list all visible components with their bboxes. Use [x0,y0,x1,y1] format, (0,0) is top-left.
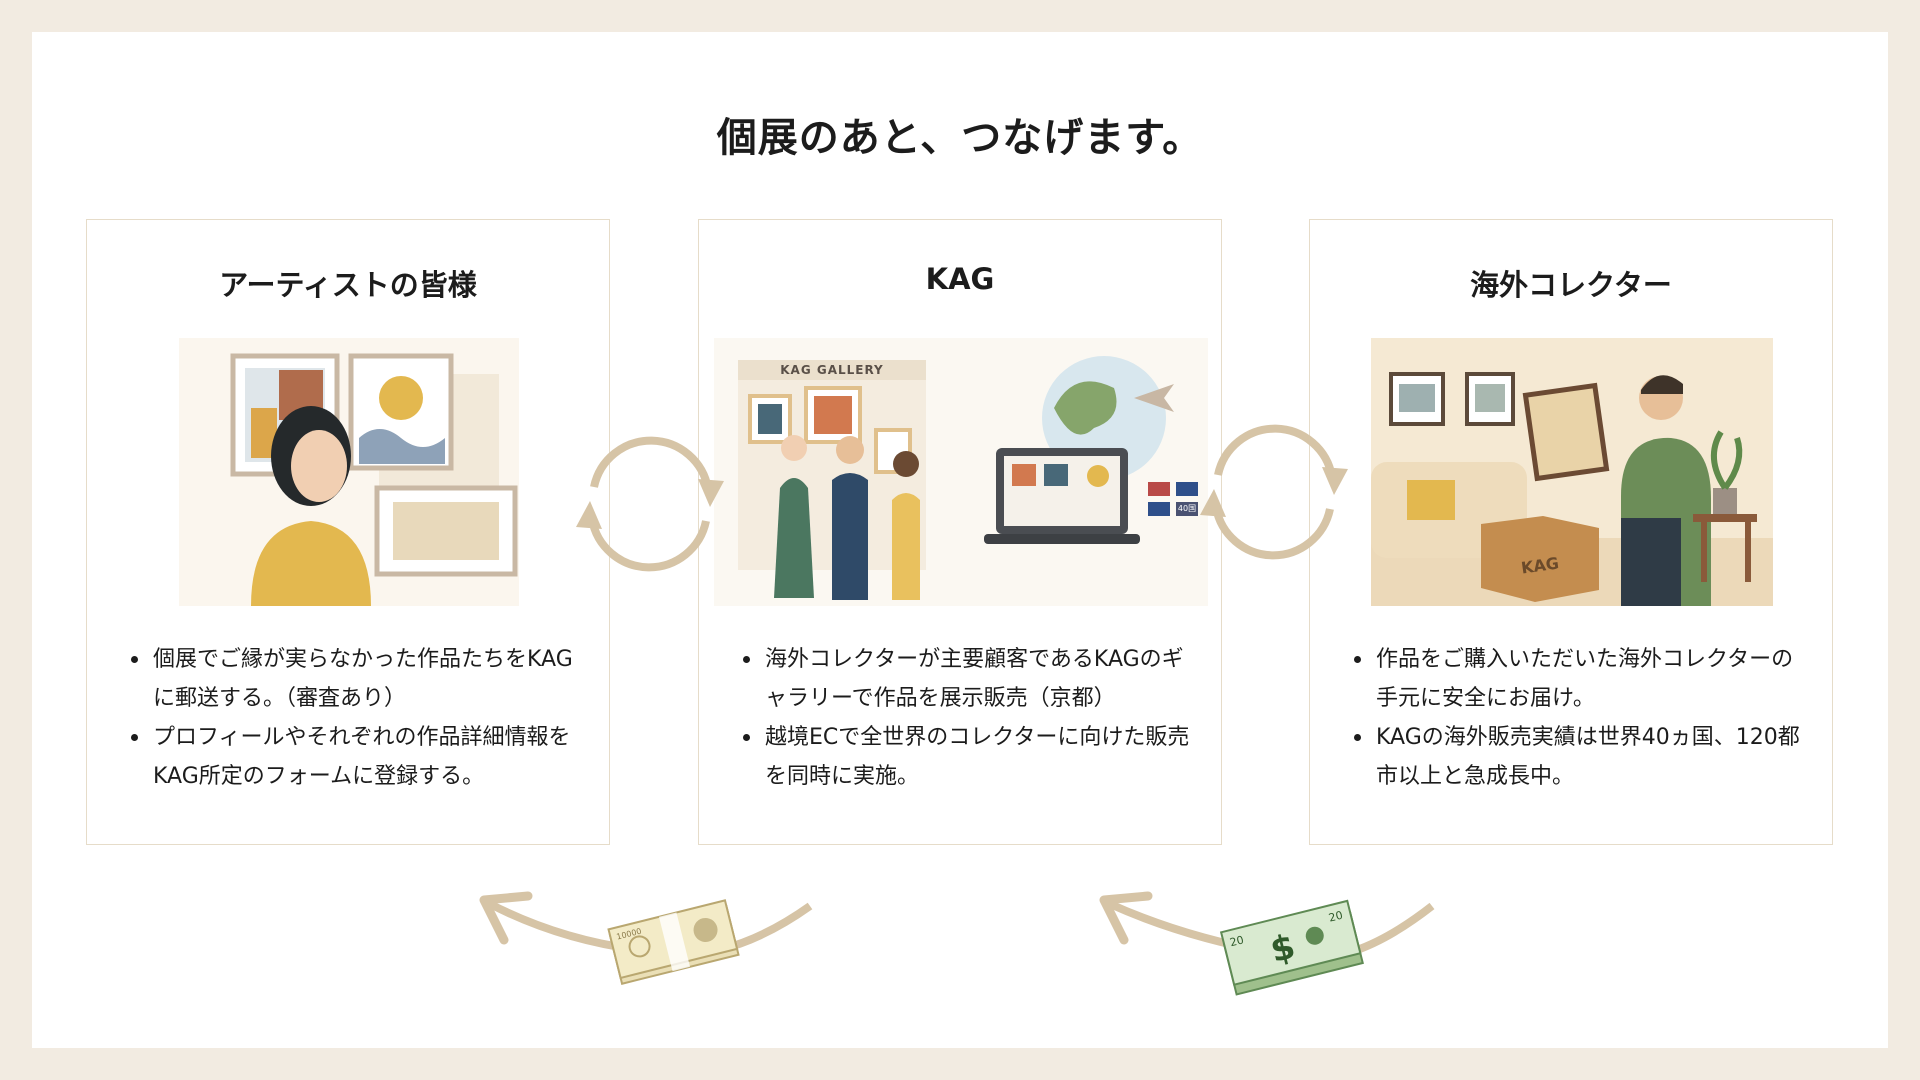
yen-bundle-icon: 10000 [607,899,740,985]
bullet-item: プロフィールやそれぞれの作品詳細情報をKAG所定のフォームに登録する。 [131,718,589,796]
bullet-item: 作品をご購入いただいた海外コレクターの手元に安全にお届け。 [1354,640,1812,718]
dollar-bundle-icon: $ 20 20 [1219,899,1364,996]
gallery-illustration: KAG GALLERY 40国 [714,338,1208,606]
countries-badge: 40国 [1176,502,1198,516]
cycle-arrows-icon [576,436,724,572]
card-heading: 海外コレクター [1470,268,1672,302]
gallery-sign: KAG GALLERY [780,363,884,377]
yen-payment-arrow: 10000 [479,891,813,985]
page-title: 個展のあと、つなげます。 [716,115,1204,161]
artist-card: アーティストの皆様 個展でご縁が実らなかった作品たちをKAGに郵送する。（審査あ… [86,219,610,845]
bullet-item: 越境ECで全世界のコレクターに向けた販売を同時に実施。 [743,718,1201,796]
card-heading: アーティストの皆様 [219,268,477,302]
svg-text:20: 20 [1228,933,1245,949]
svg-text:20: 20 [1327,909,1344,925]
bullet-item: 海外コレクターが主要顧客であるKAGのギャラリーで作品を展示販売（京都） [743,640,1201,718]
collector-card: 海外コレクター KAG 作品をご購入いただいた海外コレクターの手元に安全にお届け… [1309,219,1833,845]
bullet-item: 個展でご縁が実らなかった作品たちをKAGに郵送する。（審査あり） [131,640,589,718]
card-heading: KAG [925,262,995,296]
artist-illustration [179,338,519,606]
dollar-payment-arrow: $ 20 20 [1099,891,1435,996]
bullet-item: KAGの海外販売実績は世界40ヵ国、120都市以上と急成長中。 [1354,718,1812,796]
cycle-arrows-icon [1200,424,1348,560]
collector-illustration: KAG [1371,338,1773,606]
kag-card: KAG KAG GALLERY 40国 海外コレクターが主要顧客であるKAGのギ… [698,219,1222,845]
